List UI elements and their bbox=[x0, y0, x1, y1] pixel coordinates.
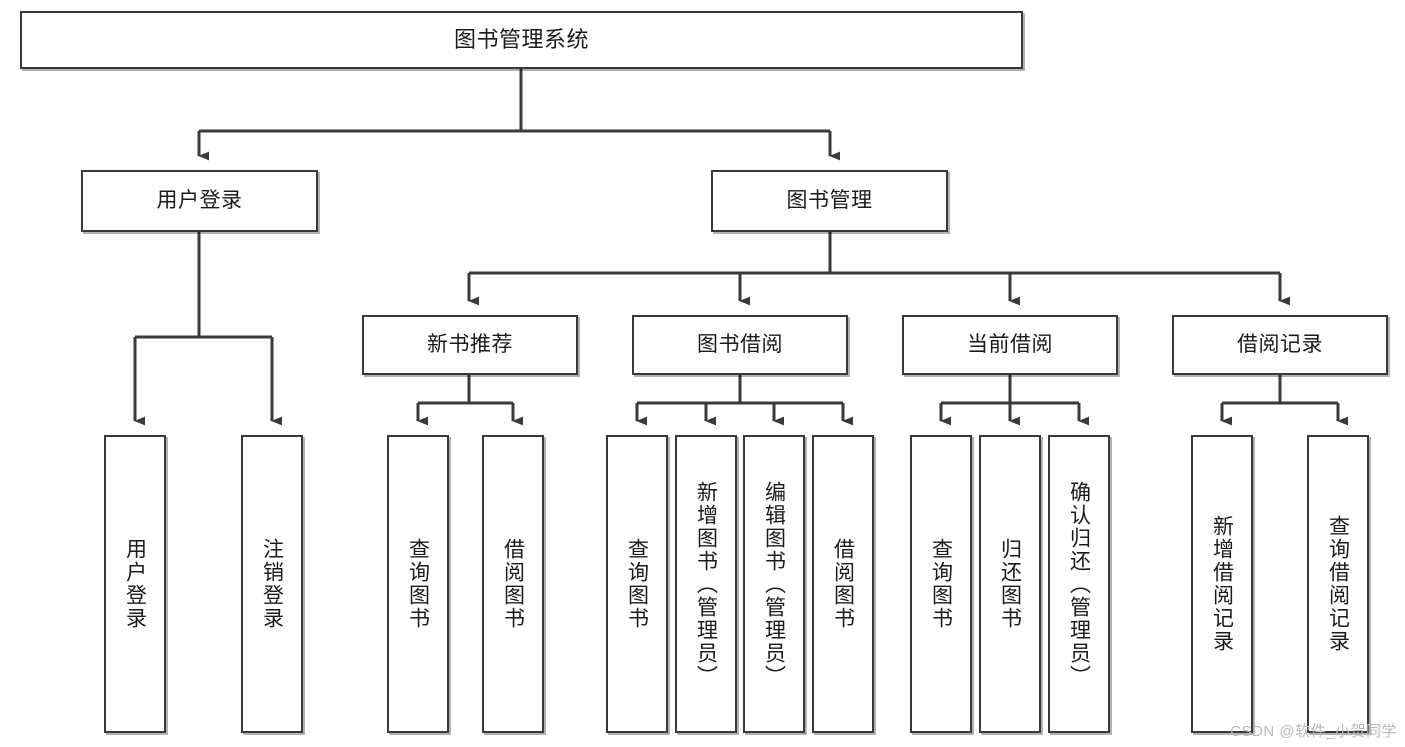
node-leaf-add-book[interactable]: 新增图书（管理员） bbox=[675, 435, 737, 733]
node-leaf-query-book-1-label: 查询图书 bbox=[406, 538, 430, 630]
node-leaf-edit-book-label: 编辑图书（管理员） bbox=[762, 480, 786, 688]
node-book-manage[interactable]: 图书管理 bbox=[711, 170, 948, 232]
node-leaf-return-book[interactable]: 归还图书 bbox=[979, 435, 1041, 733]
node-leaf-query-record[interactable]: 查询借阅记录 bbox=[1307, 435, 1369, 733]
node-leaf-borrow-book-1-label: 借阅图书 bbox=[501, 538, 525, 630]
node-leaf-confirm-return[interactable]: 确认归还（管理员） bbox=[1048, 435, 1110, 733]
node-root-label: 图书管理系统 bbox=[453, 27, 589, 53]
node-leaf-add-record[interactable]: 新增借阅记录 bbox=[1191, 435, 1253, 733]
node-leaf-query-book-3-label: 查询图书 bbox=[929, 538, 953, 630]
node-borrow-record[interactable]: 借阅记录 bbox=[1172, 315, 1388, 375]
node-leaf-query-book-3[interactable]: 查询图书 bbox=[910, 435, 972, 733]
node-leaf-query-book-2[interactable]: 查询图书 bbox=[606, 435, 668, 733]
node-leaf-edit-book[interactable]: 编辑图书（管理员） bbox=[743, 435, 805, 733]
node-book-borrow-label: 图书借阅 bbox=[697, 332, 783, 356]
node-root[interactable]: 图书管理系统 bbox=[20, 11, 1023, 69]
node-leaf-return-book-label: 归还图书 bbox=[998, 538, 1022, 630]
node-leaf-query-record-label: 查询借阅记录 bbox=[1326, 515, 1350, 653]
node-leaf-add-book-label: 新增图书（管理员） bbox=[694, 480, 718, 688]
node-new-book-recommend-label: 新书推荐 bbox=[427, 332, 513, 356]
node-current-borrow-label: 当前借阅 bbox=[967, 332, 1053, 356]
node-leaf-add-record-label: 新增借阅记录 bbox=[1210, 515, 1234, 653]
node-leaf-borrow-book-2-label: 借阅图书 bbox=[831, 538, 855, 630]
node-user-login[interactable]: 用户登录 bbox=[81, 170, 318, 232]
node-leaf-logout[interactable]: 注销登录 bbox=[241, 435, 303, 733]
node-leaf-user-login-label: 用户登录 bbox=[123, 538, 147, 630]
node-leaf-borrow-book-1[interactable]: 借阅图书 bbox=[482, 435, 544, 733]
node-new-book-recommend[interactable]: 新书推荐 bbox=[362, 315, 578, 375]
node-leaf-query-book-1[interactable]: 查询图书 bbox=[387, 435, 449, 733]
node-leaf-borrow-book-2[interactable]: 借阅图书 bbox=[812, 435, 874, 733]
node-leaf-confirm-return-label: 确认归还（管理员） bbox=[1067, 480, 1091, 688]
node-leaf-user-login[interactable]: 用户登录 bbox=[104, 435, 166, 733]
node-leaf-logout-label: 注销登录 bbox=[260, 538, 284, 630]
node-leaf-query-book-2-label: 查询图书 bbox=[625, 538, 649, 630]
node-user-login-label: 用户登录 bbox=[156, 188, 243, 212]
node-book-manage-label: 图书管理 bbox=[786, 188, 873, 212]
node-borrow-record-label: 借阅记录 bbox=[1237, 332, 1323, 356]
node-current-borrow[interactable]: 当前借阅 bbox=[902, 315, 1118, 375]
node-book-borrow[interactable]: 图书借阅 bbox=[632, 315, 848, 375]
